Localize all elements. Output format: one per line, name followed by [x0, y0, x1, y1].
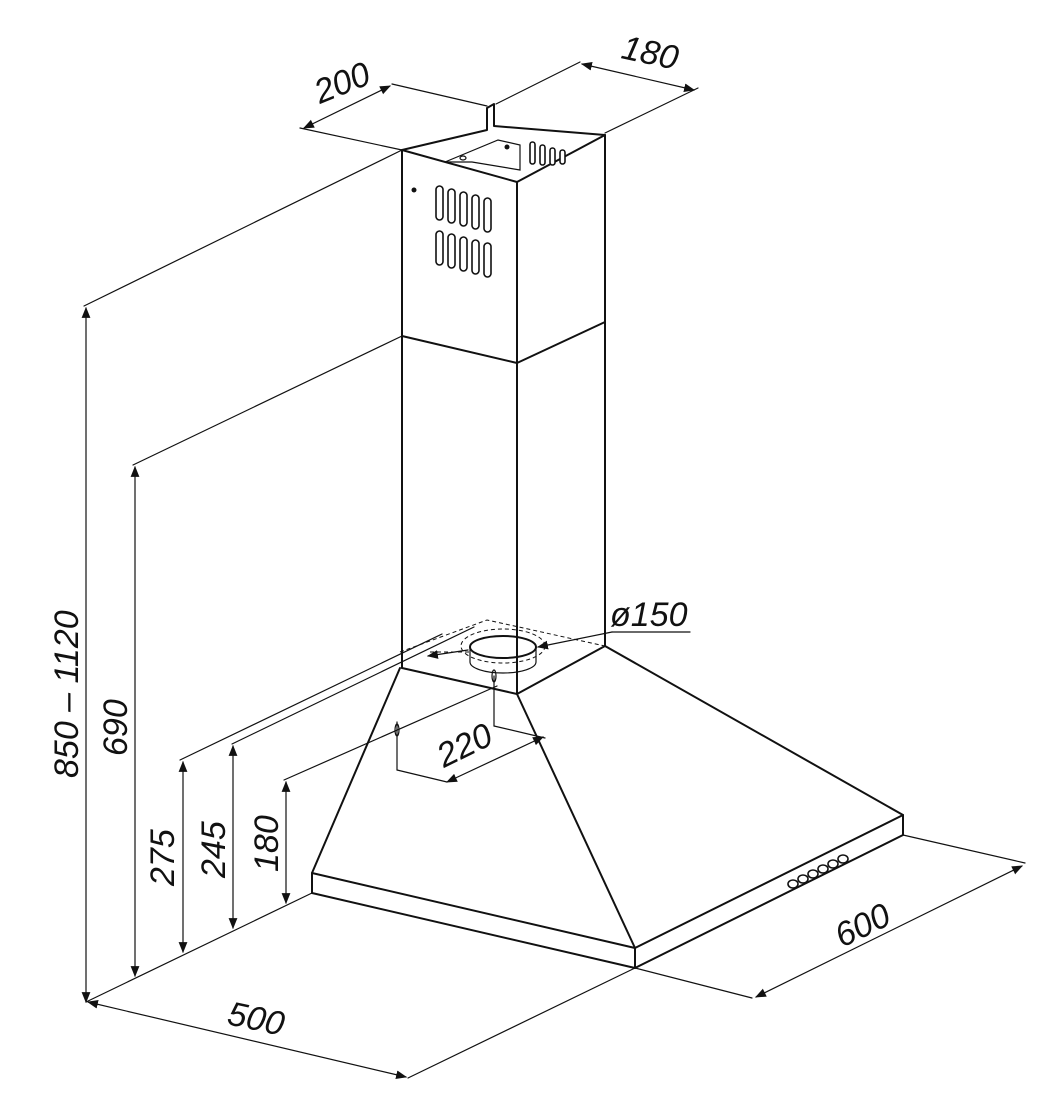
dim-total-height: 850 – 1120: [48, 610, 86, 778]
dim-top-width: 180: [618, 29, 681, 78]
dim-height-180: 180: [248, 815, 286, 872]
dim-chimney-height: 690: [97, 699, 135, 756]
dimension-lines: [81, 61, 1026, 1080]
chimney-upper: [401, 103, 606, 364]
dim-height-245: 245: [195, 821, 233, 879]
dim-duct-offset: 220: [430, 716, 499, 776]
dimension-labels: 200 180 850 – 1120 690 275 245 180 ø150 …: [48, 29, 897, 1044]
hood-canopy: [311, 619, 904, 969]
duct-outlet: [460, 628, 546, 674]
dim-top-depth: 200: [308, 55, 376, 112]
dim-hood-width: 600: [829, 896, 897, 955]
control-knobs: [787, 854, 849, 889]
dim-height-275: 275: [144, 829, 182, 887]
vent-slots: [435, 185, 492, 278]
dim-duct-diameter: ø150: [610, 596, 688, 634]
